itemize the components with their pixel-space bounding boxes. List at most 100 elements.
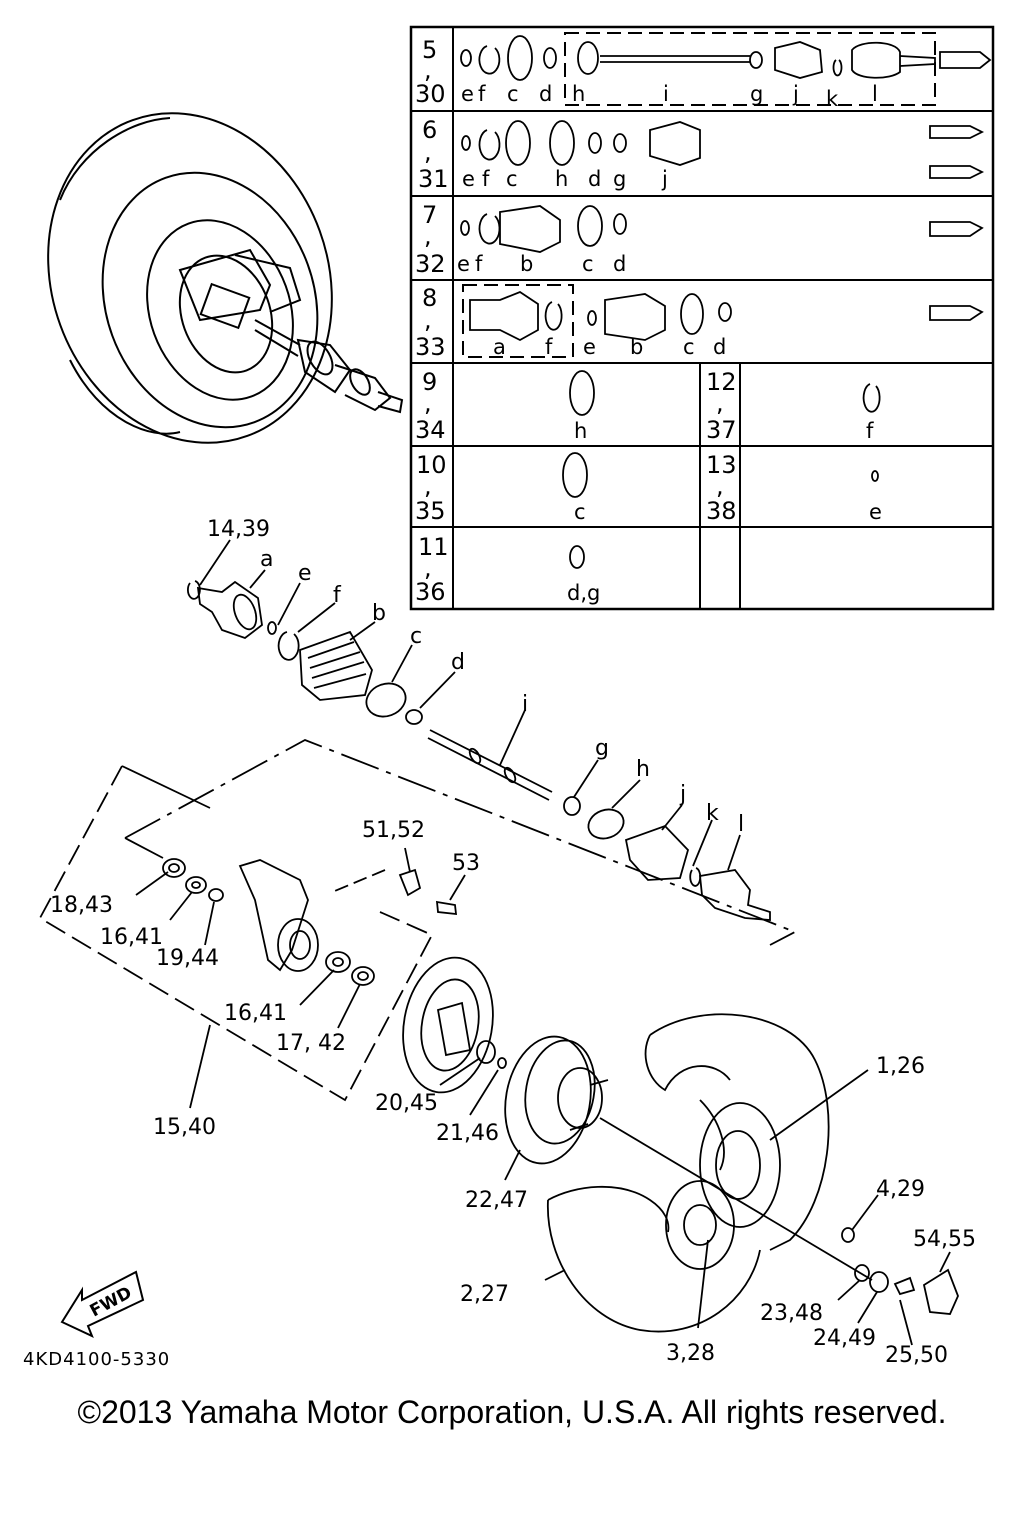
- callout-4-29: 4,29: [876, 1177, 925, 1202]
- table-row-4-letter-e: e: [583, 335, 596, 359]
- callout-15-40: 15,40: [153, 1115, 216, 1140]
- callout-k: k: [706, 801, 719, 826]
- table-row-4-letter-b: b: [630, 335, 643, 359]
- table-row-1-letter-e: e: [461, 82, 474, 106]
- table-row-1-letter-d: d: [539, 82, 552, 106]
- table-row-2-letter-h: h: [555, 167, 568, 191]
- table-row-2-letter-d: d: [588, 167, 601, 191]
- table-row-3-letter-c: c: [582, 252, 594, 276]
- copyright-notice: ©2013 Yamaha Motor Corporation, U.S.A. A…: [77, 1394, 947, 1430]
- callout-14-39: 14,39: [207, 517, 270, 542]
- table-row-6-right-line-3: 38: [706, 497, 737, 525]
- callout-g: g: [595, 736, 609, 761]
- table-row-2-line-3: 31: [418, 165, 449, 193]
- forward-arrow-icon: [60, 1270, 145, 1338]
- table-row-5-right-letter-f: f: [866, 419, 874, 443]
- callout-16-41-lower: 16,41: [224, 1001, 287, 1026]
- table-row-1-letter-h: h: [572, 82, 585, 106]
- callout-e: e: [298, 561, 312, 586]
- callout-j: j: [679, 782, 686, 807]
- callout-51-52: 51,52: [362, 818, 425, 843]
- callout-3-28: 3,28: [666, 1341, 715, 1366]
- table-row-2-letter-e: e: [462, 167, 475, 191]
- table-row-1-letter-j: j: [792, 82, 799, 106]
- callout-25-50: 25,50: [885, 1343, 948, 1368]
- callout-1-26: 1,26: [876, 1054, 925, 1079]
- table-row-6-letter-c: c: [574, 500, 586, 524]
- table-row-4-letter-a: a: [493, 335, 506, 359]
- table-row-7-line-2: ,: [424, 554, 432, 582]
- table-row-2-line-1: 6: [422, 116, 437, 144]
- parts-table: [409, 25, 995, 611]
- table-row-3-line-2: ,: [424, 222, 432, 250]
- table-row-1-letter-l: l: [872, 82, 878, 106]
- callout-b: b: [372, 601, 386, 626]
- table-row-7-letter-dg: d,g: [567, 581, 600, 605]
- callout-i: i: [522, 692, 528, 717]
- brake-disc-and-hub: [402, 956, 609, 1181]
- table-row-5-right-line-1: 12: [706, 368, 737, 396]
- callout-54-55: 54,55: [913, 1227, 976, 1252]
- knuckle-assembly-group: [38, 739, 798, 1109]
- callout-20-45: 20,45: [375, 1091, 438, 1116]
- callout-21-46: 21,46: [436, 1121, 499, 1146]
- table-row-3-letter-b: b: [520, 252, 533, 276]
- table-row-2-letter-g: g: [613, 167, 626, 191]
- table-row-6-right-letter-e: e: [869, 500, 882, 524]
- table-row-4-line-3: 33: [415, 333, 446, 361]
- table-row-1-letter-f: f: [478, 82, 486, 106]
- table-row-1-letter-i: i: [663, 82, 669, 106]
- table-row-6-right-line-2: ,: [716, 472, 724, 500]
- callout-18-43: 18,43: [50, 893, 113, 918]
- table-row-2-letter-c: c: [506, 167, 518, 191]
- table-row-5-right-line-3: 37: [706, 416, 737, 444]
- table-row-5-letter-h: h: [574, 419, 587, 443]
- table-row-5-line-1: 9: [422, 368, 437, 396]
- table-row-3-line-1: 7: [422, 201, 437, 229]
- table-row-1-line-2: ,: [424, 56, 432, 84]
- table-row-4-letter-d: d: [713, 335, 726, 359]
- callout-22-47: 22,47: [465, 1188, 528, 1213]
- callout-h: h: [636, 757, 650, 782]
- wheel-and-tire-exploded: [544, 1013, 959, 1346]
- table-row-7-line-3: 36: [415, 578, 446, 606]
- table-row-3-letter-d: d: [613, 252, 626, 276]
- callout-c: c: [410, 624, 422, 649]
- table-row-3-line-3: 32: [415, 250, 446, 278]
- callout-l: l: [738, 812, 744, 837]
- axle-shaft-exploded-view: [187, 539, 771, 921]
- table-row-1-line-1: 5: [422, 36, 437, 64]
- table-row-6-right-line-1: 13: [706, 451, 737, 479]
- table-row-1-letter-c: c: [507, 82, 519, 106]
- table-row-5-line-3: 34: [415, 416, 446, 444]
- table-row-6-line-3: 35: [415, 497, 446, 525]
- table-row-6-line-1: 10: [416, 451, 447, 479]
- table-row-6-line-2: ,: [424, 472, 432, 500]
- table-row-3-letter-e: e: [457, 252, 470, 276]
- callout-17-42: 17, 42: [276, 1031, 346, 1056]
- table-row-4-line-2: ,: [424, 306, 432, 334]
- table-row-4-letter-c: c: [683, 335, 695, 359]
- callout-2-27: 2,27: [460, 1282, 509, 1307]
- table-row-4-line-1: 8: [422, 284, 437, 312]
- table-row-5-right-line-2: ,: [716, 389, 724, 417]
- table-row-3-letter-f: f: [475, 252, 483, 276]
- table-row-1-letter-g: g: [750, 82, 763, 106]
- table-row-1-line-3: 30: [415, 80, 446, 108]
- table-row-7-line-1: 11: [418, 533, 449, 561]
- table-row-1-letter-k: k: [826, 87, 839, 111]
- callout-16-41-upper: 16,41: [100, 925, 163, 950]
- callout-23-48: 23,48: [760, 1301, 823, 1326]
- diagram-code: 4KD4100-5330: [23, 1349, 170, 1370]
- front-wheel-assembly-illustration: [47, 112, 404, 444]
- callout-a: a: [260, 547, 273, 572]
- table-row-5-line-2: ,: [424, 389, 432, 417]
- callout-53: 53: [452, 851, 480, 876]
- table-row-2-letter-f: f: [482, 167, 490, 191]
- table-row-4-letter-f: f: [545, 335, 553, 359]
- callout-24-49: 24,49: [813, 1326, 876, 1351]
- callout-d: d: [451, 650, 465, 675]
- table-row-2-line-2: ,: [424, 138, 432, 166]
- callout-19-44: 19,44: [156, 946, 219, 971]
